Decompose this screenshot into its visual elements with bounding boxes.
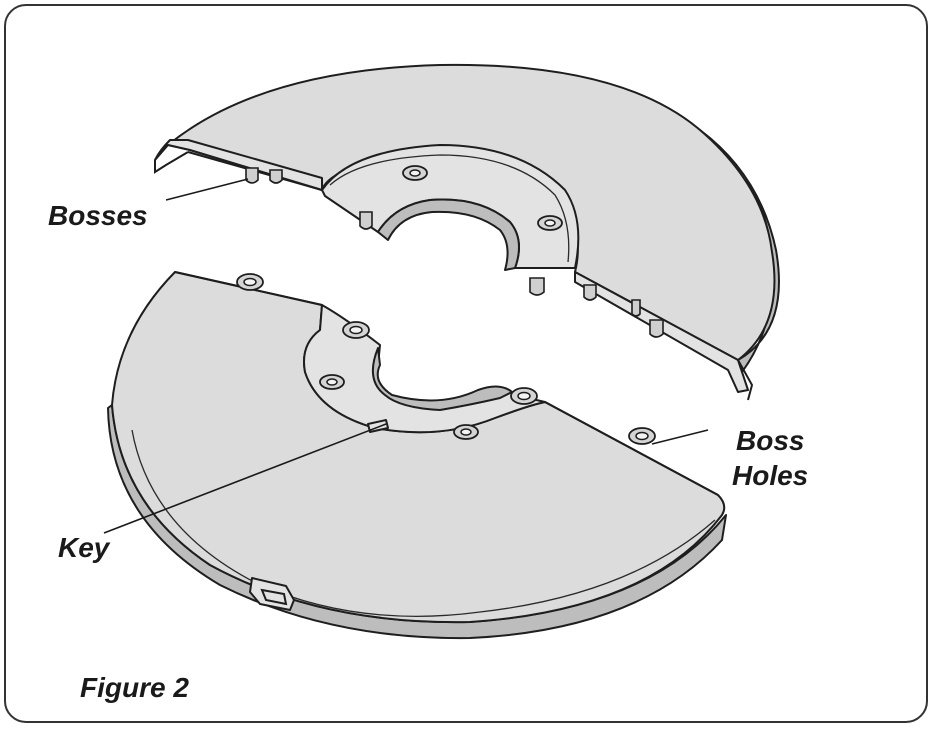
boss-hole-tab-2 — [342, 321, 370, 339]
boss-7 — [631, 299, 641, 317]
boss-hole-tab-3 — [510, 387, 538, 405]
ring-hole-1 — [319, 374, 345, 390]
top-boss-hole-2 — [537, 215, 563, 231]
boss-holes-leader — [651, 429, 709, 445]
bottom-half-ring — [303, 304, 546, 434]
boss-hole-tab-4 — [628, 427, 656, 445]
rim-clip — [249, 577, 295, 611]
top-half-cover — [154, 63, 780, 401]
boss-6 — [649, 319, 664, 338]
ring-hole-2 — [453, 424, 479, 440]
label-bosses: Bosses — [48, 200, 148, 231]
bosses-leader — [165, 178, 249, 201]
bottom-half-cover — [107, 271, 727, 640]
key-leader — [103, 423, 387, 534]
boss-hole-tab-1 — [236, 273, 264, 291]
label-boss-holes-line1: Boss — [736, 425, 805, 456]
bottom-half-cutout — [371, 347, 513, 411]
label-key: Key — [58, 532, 110, 563]
boss-5 — [583, 284, 597, 301]
label-boss-holes-line2: Holes — [732, 460, 809, 491]
top-boss-hole-1 — [402, 165, 428, 181]
boss-4 — [529, 277, 545, 296]
top-half-cutout — [377, 198, 520, 271]
boss-3 — [359, 211, 373, 230]
figure-caption: Figure 2 — [80, 672, 189, 703]
boss-2 — [269, 169, 283, 184]
boss-1 — [245, 167, 259, 184]
